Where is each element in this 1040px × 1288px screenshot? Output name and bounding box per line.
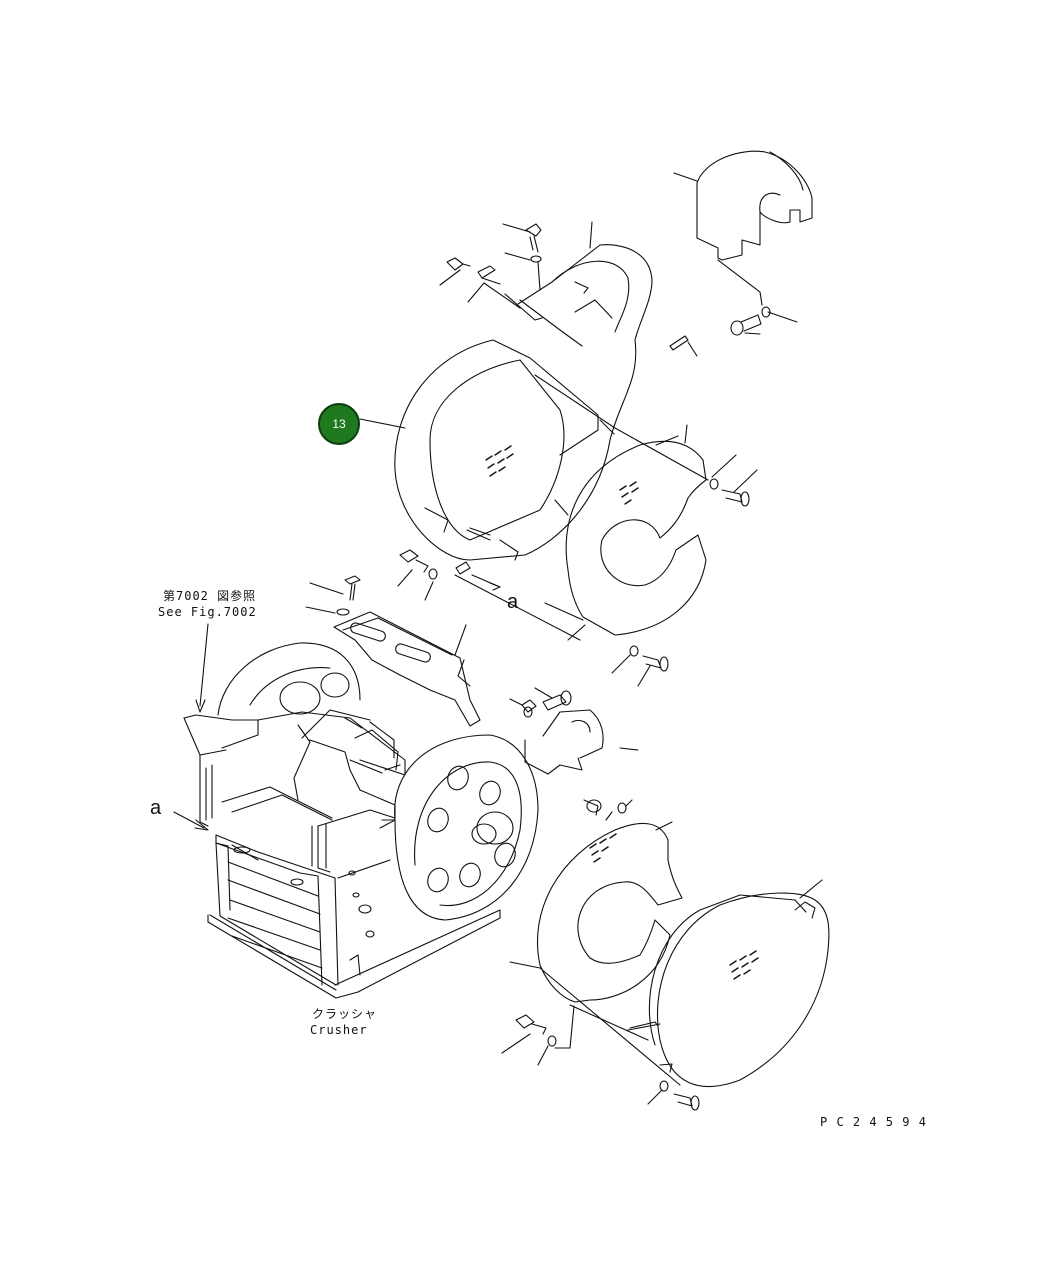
bolt-washer-set-right-upper xyxy=(611,454,758,687)
leader-arrows xyxy=(173,623,209,831)
see-fig-label-en: See Fig.7002 xyxy=(158,605,257,619)
top-cover-part xyxy=(673,150,813,306)
bolt-washer-set-upper-left xyxy=(439,223,542,309)
crusher-label-en: Crusher xyxy=(310,1023,368,1037)
drum-cover xyxy=(539,879,830,1088)
callout-13[interactable]: 13 xyxy=(318,403,360,445)
belt-guard-upper xyxy=(359,221,653,561)
view-a-label-lower: a xyxy=(150,797,162,819)
chute-cover xyxy=(305,575,481,727)
bolt-washer-set-lower xyxy=(501,1005,700,1111)
front-flywheel xyxy=(381,734,539,921)
disc-cover-upper xyxy=(544,424,709,641)
drawing-id: P C 2 4 5 9 4 xyxy=(820,1115,927,1129)
crusher-label-jp: クラッシャ xyxy=(312,1007,378,1021)
small-guard xyxy=(509,687,639,775)
crusher-body xyxy=(183,642,501,999)
view-a-label-upper: a xyxy=(507,591,519,613)
see-fig-label-jp: 第7002 図参照 xyxy=(163,589,257,603)
disc-cover-lower xyxy=(509,799,683,1003)
bolt-washer-set-middle xyxy=(397,549,581,641)
bolt-washer-set-top-right xyxy=(669,306,798,357)
